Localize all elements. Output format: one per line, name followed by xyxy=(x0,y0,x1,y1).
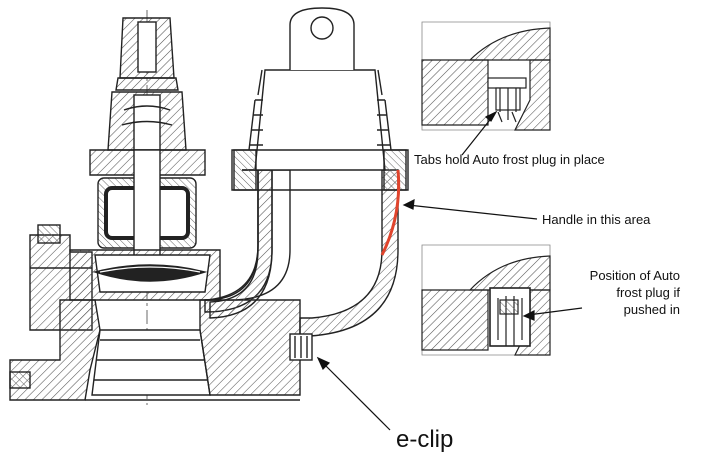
leader-arrows xyxy=(316,110,583,431)
label-e-clip: e-clip xyxy=(396,426,454,453)
label-handle-area: Handle in this area xyxy=(542,212,651,227)
valve-body-group xyxy=(9,7,409,405)
inset-pushed-in xyxy=(421,244,551,356)
hanging-ring xyxy=(310,16,334,40)
hose-tail xyxy=(254,69,386,171)
inset-tabs-hold xyxy=(421,21,551,131)
elbow-inner-wall xyxy=(209,169,273,319)
label-tabs-hold: Tabs hold Auto frost plug in place xyxy=(414,152,605,167)
label-position-line-3: pushed in xyxy=(623,302,680,317)
label-position-line-2: frost plug if xyxy=(616,285,680,300)
handle-area-arc xyxy=(380,169,401,256)
label-position-line-1: Position of Auto xyxy=(589,268,680,283)
